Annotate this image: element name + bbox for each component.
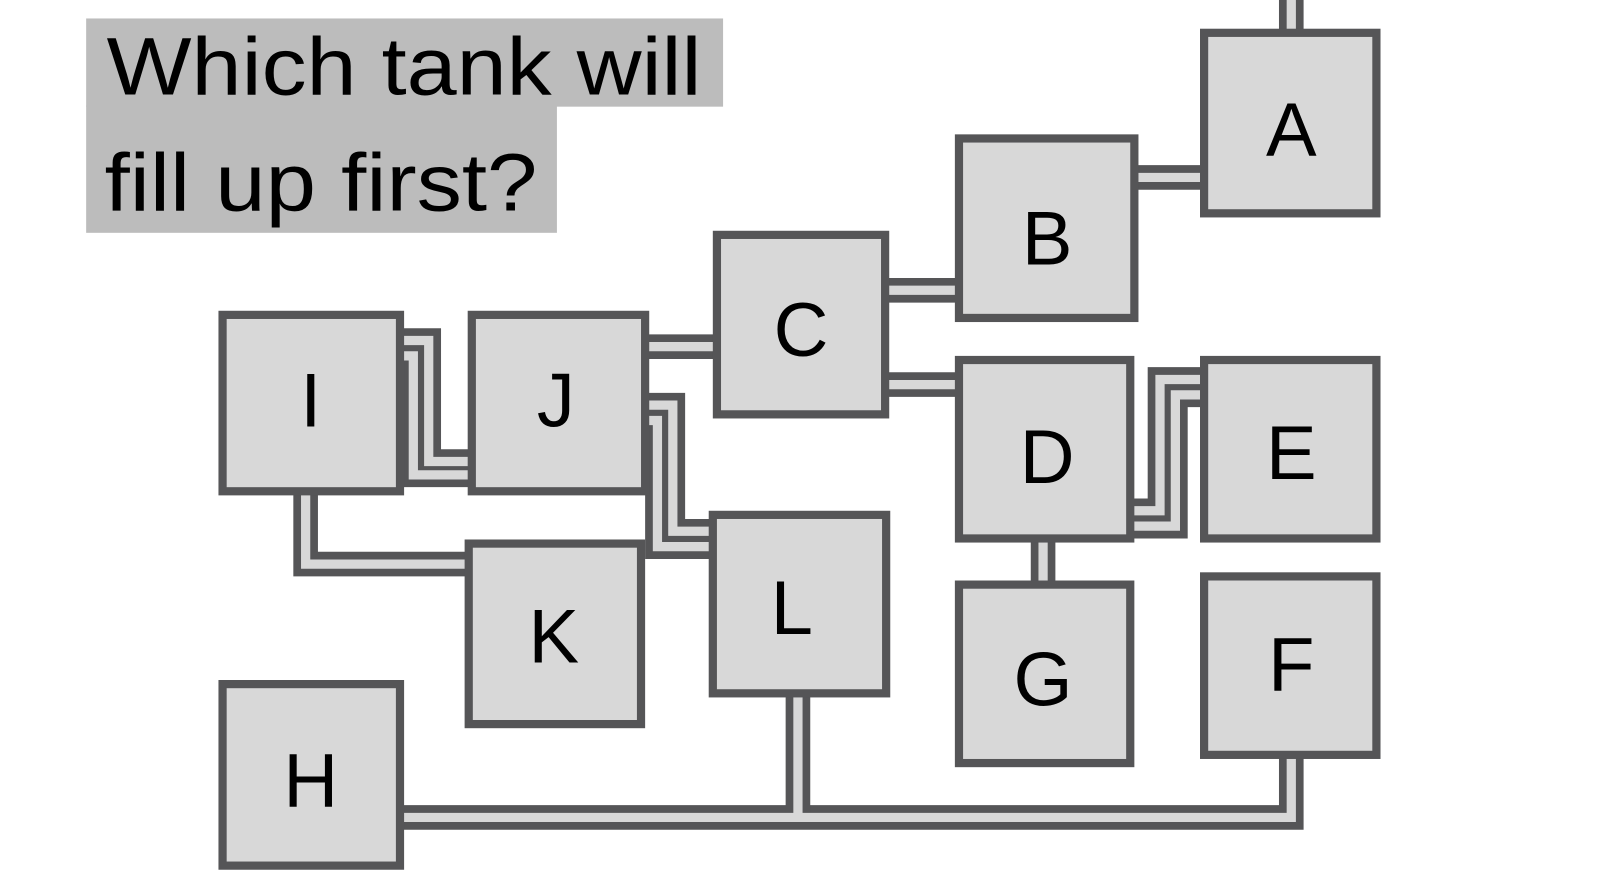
tank-label: L xyxy=(771,566,813,651)
tank-d: D xyxy=(954,355,1135,543)
pipe-h-f xyxy=(399,753,1304,830)
pipes-inner xyxy=(301,0,1296,823)
tank-f: F xyxy=(1200,572,1381,759)
tank-c: C xyxy=(712,230,890,419)
tank-label: H xyxy=(283,739,338,824)
tank-g: G xyxy=(954,580,1135,768)
title-line-2: fill up first? xyxy=(105,137,538,228)
tank-label: G xyxy=(1014,638,1073,723)
question-title: Which tank will fill up first? xyxy=(86,18,724,233)
tank-label: D xyxy=(1020,415,1075,500)
tank-label: K xyxy=(529,595,580,680)
tank-label: I xyxy=(300,359,321,444)
tank-j: J xyxy=(467,310,650,496)
tank-label: B xyxy=(1022,197,1073,282)
tank-label: C xyxy=(774,288,829,373)
tank-i: I xyxy=(218,310,405,496)
tank-label: E xyxy=(1266,411,1317,496)
tank-a: A xyxy=(1200,28,1381,218)
tank-b: B xyxy=(954,134,1139,323)
title-background xyxy=(86,105,557,233)
tank-label: J xyxy=(537,359,575,444)
tank-h: H xyxy=(218,680,405,870)
tank-e: E xyxy=(1200,355,1381,543)
pipe-i-k xyxy=(293,490,470,577)
tank-k: K xyxy=(464,539,646,729)
title-background xyxy=(86,18,724,107)
title-line-1: Which tank will xyxy=(107,21,702,112)
tank-label: F xyxy=(1268,622,1314,707)
tank-l: L xyxy=(708,510,891,698)
tank-label: A xyxy=(1266,88,1317,173)
